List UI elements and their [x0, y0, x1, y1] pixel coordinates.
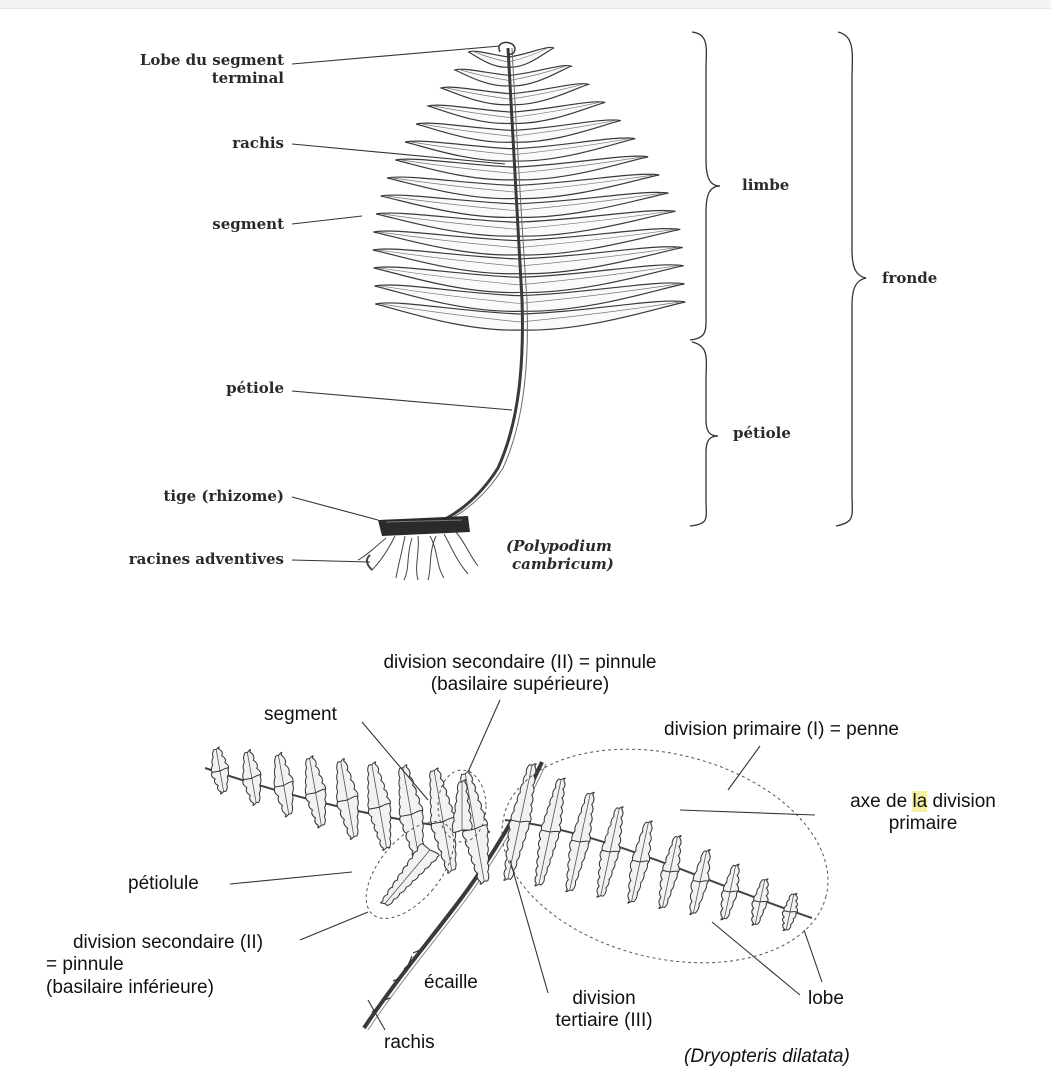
label-racines-adventives: racines adventives	[64, 551, 284, 569]
label-segment-top: segment	[94, 216, 284, 234]
species-line1: (Polypodium	[506, 538, 614, 556]
right-pinnule-down	[622, 858, 648, 906]
div-sec-sup-line2: (basilaire supérieure)	[360, 674, 680, 696]
div-sec-sup-line1: division secondaire (II) = pinnule	[360, 652, 680, 674]
axe-post: division	[927, 791, 996, 812]
label-axe-division-primaire: axe de la division primaire	[818, 791, 1028, 836]
label-species-polypodium: (Polypodium cambricum)	[506, 538, 614, 573]
leader-lines-bottom	[230, 700, 822, 1030]
right-pinnule-down	[529, 828, 560, 889]
label-rachis-top: rachis	[94, 135, 284, 153]
left-pinnule-down	[273, 781, 298, 818]
label-division-secondaire-inferieure: division secondaire (II) = pinnule (basi…	[28, 932, 308, 999]
div-tert-line1: division	[524, 988, 684, 1010]
label-species-dryopteris: (Dryopteris dilatata)	[684, 1046, 850, 1068]
right-pinnule-down	[560, 838, 589, 895]
right-pinnule-up	[571, 790, 600, 847]
div-sec-inf-line1: division secondaire (II)	[28, 932, 308, 954]
right-pinnule-down	[685, 878, 708, 917]
label-ecaille: écaille	[424, 972, 478, 994]
label-petiole-left: pétiole	[94, 380, 284, 398]
left-pinnule-down	[242, 775, 266, 807]
label-division-primaire: division primaire (I) = penne	[664, 719, 899, 741]
axe-line2: primaire	[818, 813, 1028, 835]
label-petiole-right: pétiole	[733, 425, 791, 443]
label-lobe-du-segment-terminal: Lobe du segment terminal	[94, 52, 284, 87]
basal-pinnule-lower	[375, 841, 440, 912]
right-pinnule-down	[716, 888, 737, 922]
right-pinnule-down	[654, 868, 679, 911]
axe-line1: axe de la division	[818, 791, 1028, 813]
label-segment-bottom: segment	[264, 704, 337, 726]
right-pinnule-down	[591, 848, 619, 900]
label-limbe: limbe	[742, 177, 789, 195]
label-rachis-bottom: rachis	[384, 1032, 435, 1054]
right-pinnule-down	[779, 909, 797, 932]
div-sec-inf-line2: = pinnule	[28, 954, 308, 976]
div-tert-line2: tertiaire (III)	[524, 1010, 684, 1032]
right-pinnule-up	[540, 775, 571, 836]
axe-highlight: la	[912, 791, 927, 812]
label-lobe-line1: Lobe du segment	[94, 52, 284, 70]
label-tige-rhizome: tige (rhizome)	[94, 488, 284, 506]
pinnule-midrib	[385, 850, 430, 904]
left-pinnule-down	[211, 768, 233, 795]
axe-pre: axe de	[850, 791, 912, 812]
species-line2: cambricum)	[506, 556, 614, 574]
label-lobe: lobe	[808, 988, 844, 1010]
left-pinnule-down	[336, 796, 365, 841]
label-fronde: fronde	[882, 270, 937, 288]
label-petiolule: pétiolule	[128, 873, 199, 895]
pinnules	[207, 746, 801, 933]
div-sec-inf-line3: (basilaire inférieure)	[28, 977, 308, 999]
label-division-secondaire-superieure: division secondaire (II) = pinnule (basi…	[360, 652, 680, 697]
right-pinnule-down	[748, 899, 768, 928]
label-lobe-line2: terminal	[94, 70, 284, 88]
label-division-tertiaire: division tertiaire (III)	[524, 988, 684, 1033]
left-pinnule-down	[305, 789, 332, 829]
